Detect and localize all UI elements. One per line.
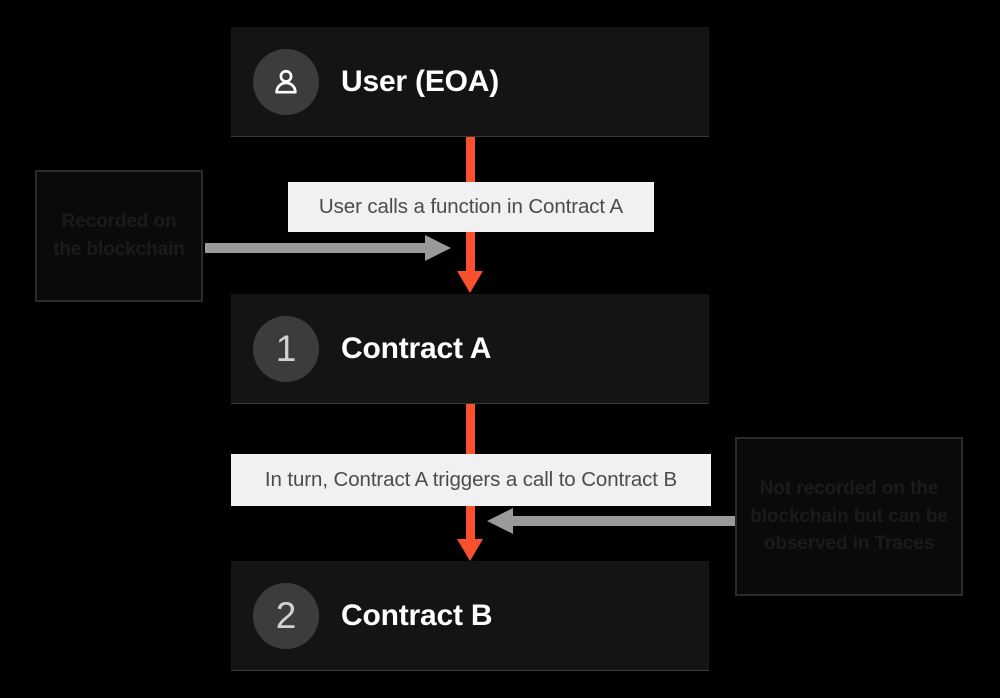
node-title-contract-a: Contract A (341, 331, 492, 365)
node-badge-number: 2 (275, 595, 297, 636)
pointer-shaft (513, 516, 735, 526)
node-contract-a[interactable]: 1 Contract A (231, 294, 709, 404)
person-icon (275, 69, 297, 94)
arrow-head (457, 539, 483, 561)
pointer-head-right (425, 235, 451, 261)
node-title-contract-b: Contract B (341, 598, 493, 632)
node-badge-contract-b: 2 (253, 582, 319, 649)
pointer-arrow-not-recorded (487, 508, 735, 534)
callout-text: Not recorded on the blockchain but can b… (750, 478, 948, 555)
node-badge-contract-a: 1 (253, 315, 319, 382)
pointer-arrow-recorded (205, 235, 451, 261)
callout-recorded: Recorded on the blockchain (35, 170, 203, 302)
arrow-head (457, 271, 483, 293)
connector-label-text: In turn, Contract A triggers a call to C… (264, 468, 678, 491)
node-badge-number: 1 (275, 328, 297, 369)
callout-text: Recorded on the blockchain (53, 211, 185, 260)
connector-label-contract-a-to-contract-b: In turn, Contract A triggers a call to C… (231, 454, 711, 506)
node-badge-user (253, 48, 319, 115)
connector-label-text: User calls a function in Contract A (318, 195, 624, 218)
connector-label-user-to-contract-a: User calls a function in Contract A (288, 182, 654, 232)
node-user[interactable]: User (EOA) (231, 27, 709, 137)
pointer-head-left (487, 508, 513, 534)
pointer-shaft (205, 243, 427, 253)
callout-not-recorded: Not recorded on the blockchain but can b… (735, 437, 963, 596)
node-contract-b[interactable]: 2 Contract B (231, 561, 709, 671)
node-title-user: User (EOA) (341, 64, 500, 98)
